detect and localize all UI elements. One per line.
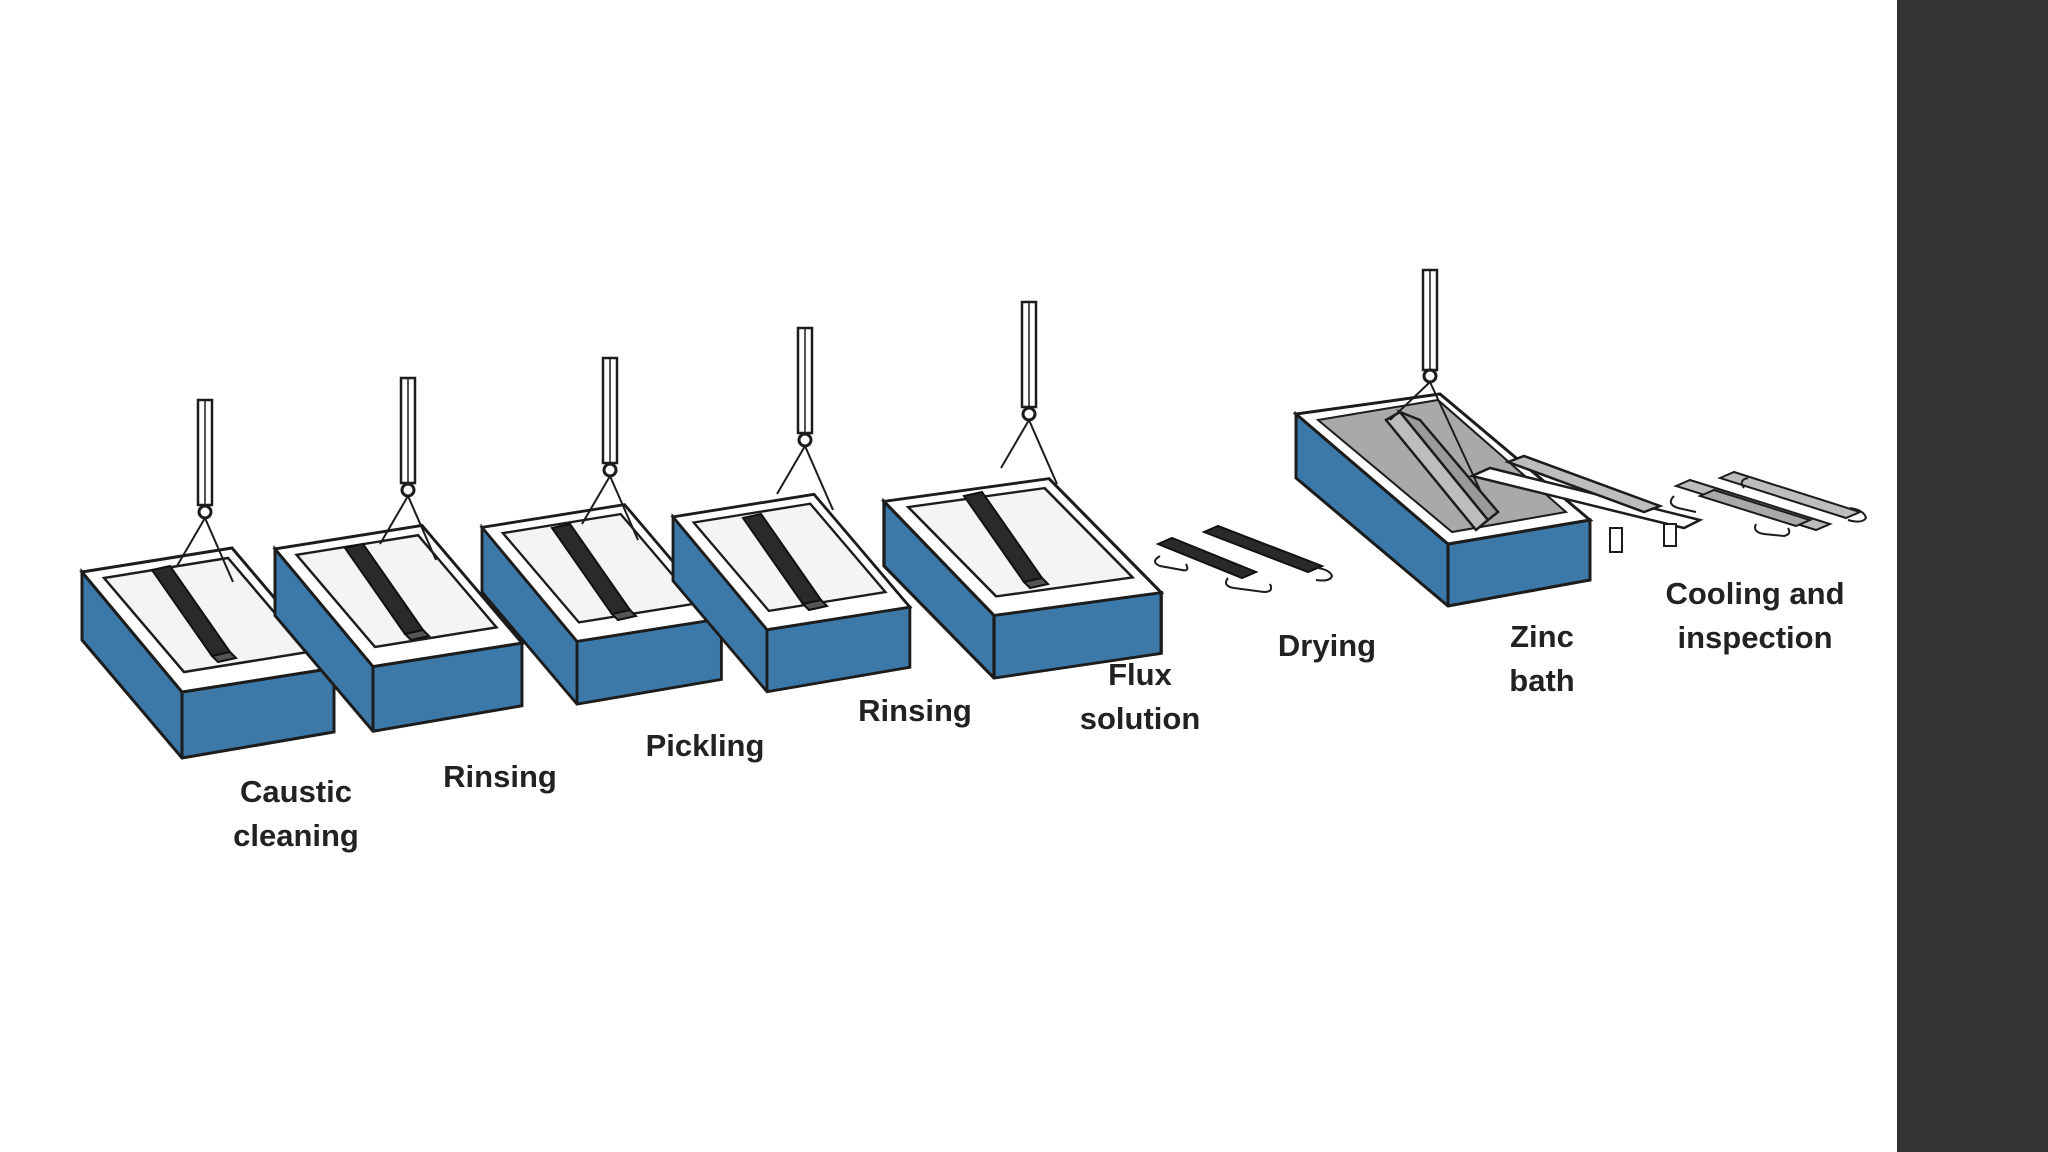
galvanizing-process-diagram (80, 268, 1868, 760)
step-label-caustic-cleaning: Caustic cleaning (233, 774, 359, 853)
overhead-hoist-icon (1389, 268, 1481, 491)
step-label-rinsing-1: Rinsing (443, 759, 557, 794)
step-label-zinc-bath: Zinc bath (1509, 619, 1575, 698)
step-label-cooling-and-inspection: Cooling and inspection (1665, 576, 1845, 655)
slide: Caustic cleaning Rinsing Pickling Rinsin… (80, 268, 1868, 853)
step-label-drying: Drying (1277, 628, 1377, 663)
cooling-rack-icon (1669, 470, 1868, 538)
dark-side-panel (1897, 0, 2048, 1152)
step-label-rinsing-2: Rinsing (858, 693, 972, 728)
tank-flux-solution (882, 300, 1163, 680)
drying-rack-icon (1154, 524, 1334, 594)
overhead-hoist-icon (999, 300, 1059, 486)
step-label-pickling: Pickling (645, 728, 765, 763)
step-label-flux-solution: Flux solution (1079, 657, 1201, 736)
tank-zinc-bath (1292, 268, 1704, 608)
overhead-hoist-icon (775, 326, 835, 512)
